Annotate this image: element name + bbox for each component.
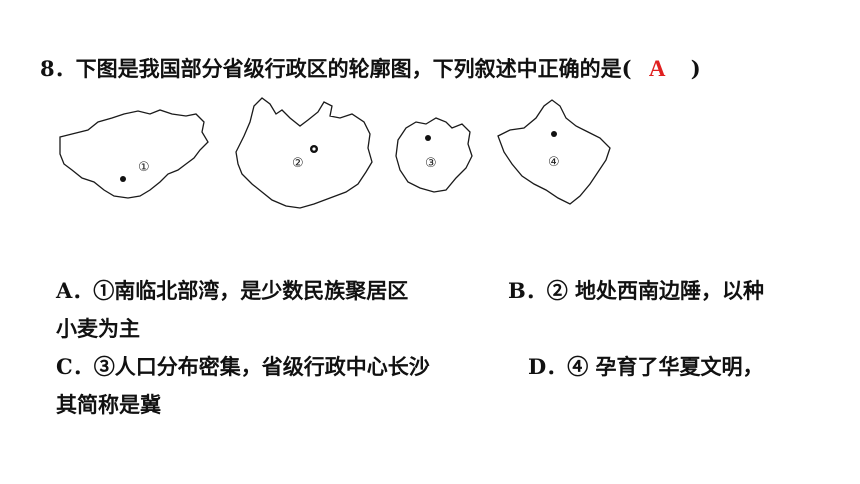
province-outline-2: [235, 97, 373, 209]
question-text: 8．下图是我国部分省级行政区的轮廓图，下列叙述中正确的是(: [40, 56, 632, 81]
option-b: B．② 地处西南边陲，以种: [508, 278, 765, 303]
province-outline-3: [395, 117, 473, 193]
capital-dot-4: [551, 131, 557, 137]
option-c: C．③人口分布密集，省级行政中心长沙: [56, 354, 430, 379]
option-d-continued: 其简称是冀: [56, 392, 161, 417]
province-outline-4: [497, 99, 611, 205]
option-d: D．④ 孕育了华夏文明，: [528, 354, 764, 379]
province-map-1: ①: [59, 109, 209, 199]
capital-dot-2-center: [312, 147, 316, 151]
province-map-3: ③: [395, 117, 473, 193]
capital-dot-3: [425, 135, 431, 141]
question-stem: 8．下图是我国部分省级行政区的轮廓图，下列叙述中正确的是( A ): [40, 57, 701, 80]
capital-dot-1: [120, 176, 126, 182]
map-label-1: ①: [138, 160, 150, 175]
map-label-2: ②: [292, 156, 304, 171]
province-map-4: ④: [497, 99, 611, 205]
answer-mark: A: [648, 56, 666, 81]
outline-maps-svg: ① ② ③ ④: [59, 97, 611, 209]
option-a: A．①南临北部湾，是少数民族聚居区: [56, 278, 409, 303]
province-outline-1: [59, 109, 209, 199]
province-map-2: ②: [235, 97, 373, 209]
map-label-4: ④: [548, 155, 560, 170]
option-b-continued: 小麦为主: [56, 316, 140, 341]
map-label-3: ③: [425, 156, 437, 171]
question-close-paren: ): [690, 56, 701, 81]
province-outline-maps: ① ② ③ ④: [0, 92, 860, 222]
